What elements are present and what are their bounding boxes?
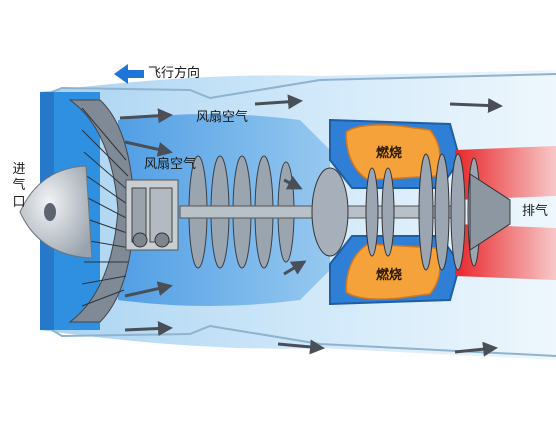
fan-air-outer-label: 风扇空气 [196,110,249,125]
fan-air-inner-label: 风扇空气 [144,157,197,172]
compressor-stages [188,155,295,269]
flight-direction-arrow [114,64,144,84]
centrifugal-compressor [311,167,349,257]
combustion-top-label: 燃烧 [376,146,403,161]
airflow-arrow [119,94,503,357]
inlet-label: 进气口 [12,162,26,210]
tail-cone [469,173,511,251]
combustion-bottom-label: 燃烧 [376,268,403,283]
gearbox [125,179,179,251]
flight-direction-label: 飞行方向 [148,66,201,81]
fan-blades [68,99,135,323]
exhaust-label: 排气 [522,204,549,219]
